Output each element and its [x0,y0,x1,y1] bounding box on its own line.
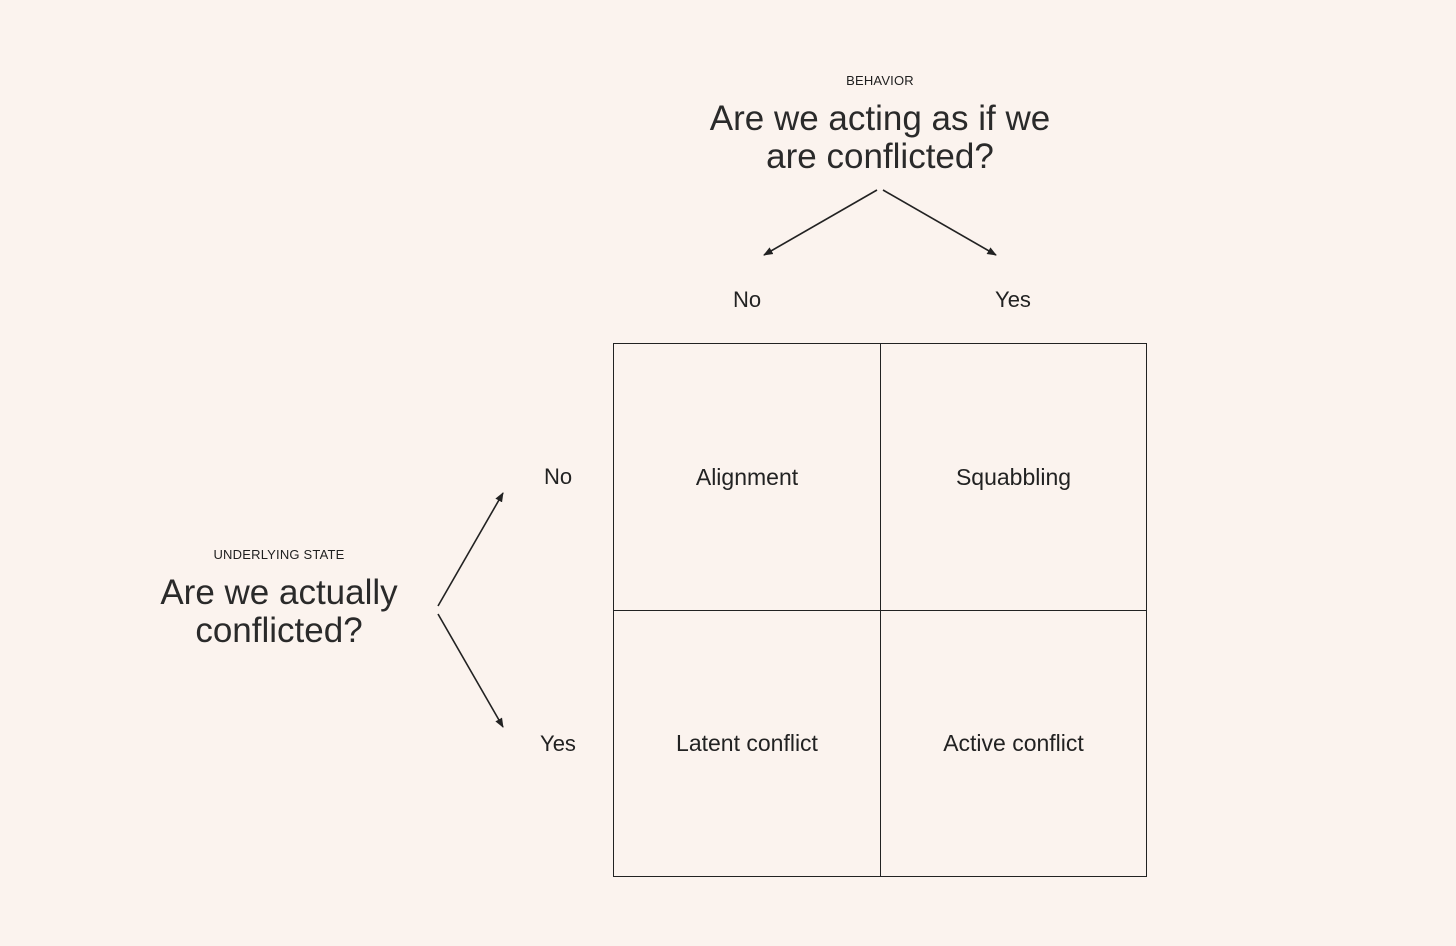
arrow-state-no [437,492,504,607]
row-label-yes: Yes [540,731,576,756]
state-question: Are we actually conflicted? [119,574,439,650]
state-question-line-2: conflicted? [195,611,363,650]
column-label-no: No [732,287,762,312]
matrix-cell-label: Alignment [695,463,799,490]
matrix-cell-active-conflict: Active conflict [880,610,1147,877]
behavior-overline: BEHAVIOR [846,73,914,88]
row-label-no: No [543,464,573,489]
matrix-cell-latent-conflict: Latent conflict [613,610,880,877]
column-label-yes: Yes [995,287,1031,312]
matrix-cell-label: Squabbling [955,463,1072,490]
state-overline: UNDERLYING STATE [213,547,345,562]
arrow-state-yes [437,613,504,728]
arrow-behavior-no [763,189,878,256]
conflict-matrix: Alignment Squabbling Latent conflict Act… [613,343,1147,877]
arrow-behavior-yes [882,189,997,256]
state-question-line-1: Are we actually [160,573,398,612]
matrix-cell-label: Active conflict [943,730,1084,756]
matrix-cell-alignment: Alignment [613,343,880,610]
behavior-question-line-2: are conflicted? [766,137,994,176]
behavior-question-line-1: Are we acting as if we [709,99,1051,138]
behavior-question: Are we acting as if we are conflicted? [630,100,1130,176]
matrix-cell-label: Latent conflict [676,730,818,756]
matrix-cell-squabbling: Squabbling [880,343,1147,610]
